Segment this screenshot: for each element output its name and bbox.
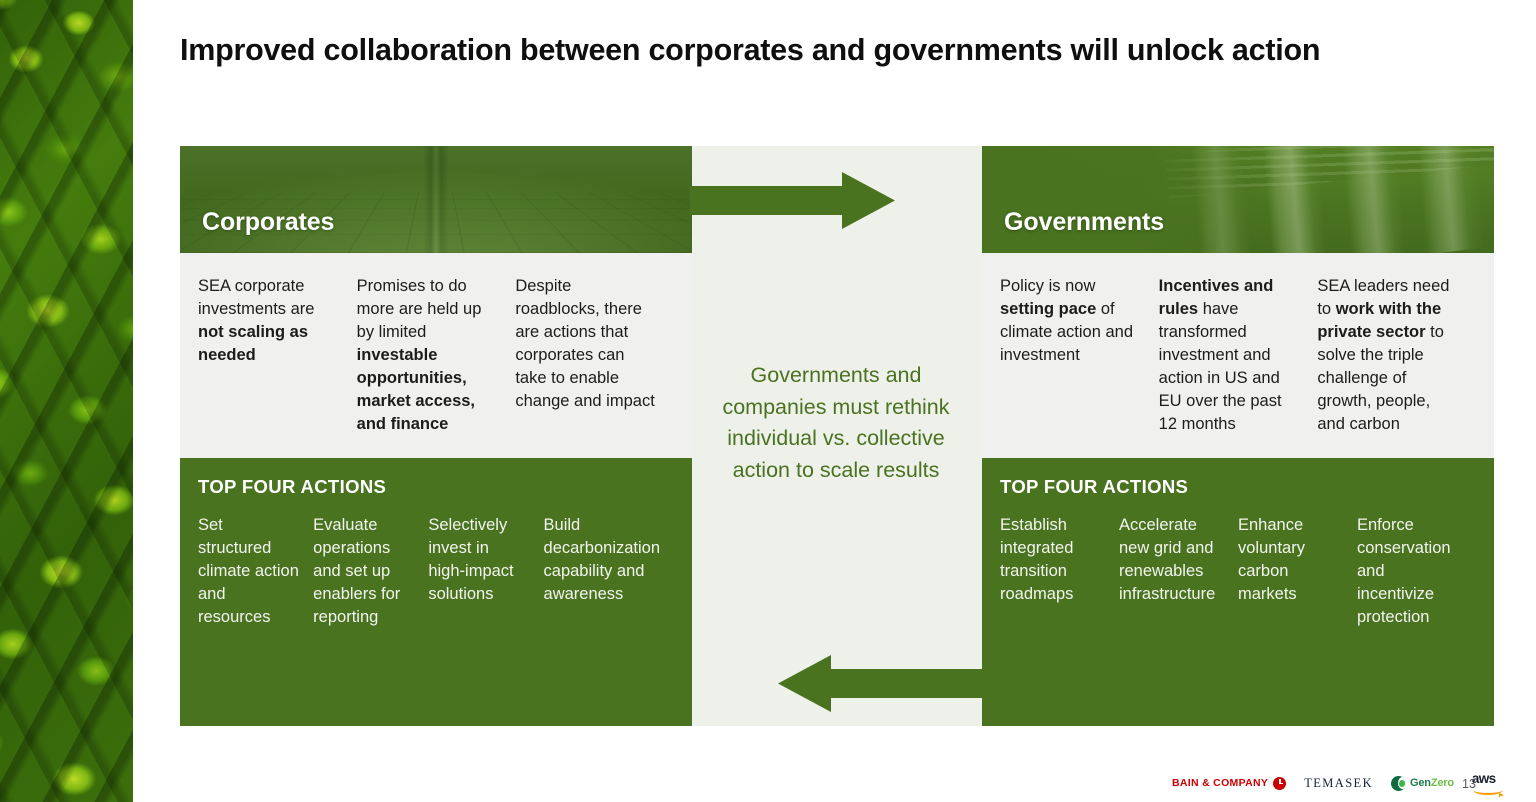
corporates-header: Corporates — [180, 146, 692, 253]
governments-point-1-text: setting pace — [1000, 299, 1097, 318]
governments-actions-title: TOP FOUR ACTIONS — [1000, 476, 1189, 497]
aws-logo-text: aws — [1471, 771, 1496, 786]
governments-actions-block: TOP FOUR ACTIONS Establish integrated tr… — [982, 458, 1494, 726]
arrow-right-icon — [690, 172, 895, 229]
governments-point-3-text: SEA leaders need to — [1317, 277, 1450, 318]
footer-logo-row: BAIN & COMPANY TEMASEK GenZero aws — [1172, 770, 1506, 797]
genzero-leaf-icon — [1391, 775, 1407, 791]
bain-and-company-logo: BAIN & COMPANY — [1172, 776, 1287, 790]
governments-point-2-text: have transformed investment and action i… — [1158, 299, 1282, 433]
governments-points: Policy is now setting pace of climate ac… — [982, 253, 1494, 458]
corporates-points: SEA corporate investments are not scalin… — [180, 253, 692, 458]
genzero-logo: GenZero — [1391, 775, 1454, 791]
corporates-panel: Corporates SEA corporate investments are… — [180, 146, 692, 726]
corporates-action-1: Set structured climate action and resour… — [198, 516, 299, 627]
temasek-logo: TEMASEK — [1304, 775, 1374, 790]
governments-actions-list: Establish integrated transition roadmaps… — [1000, 514, 1476, 629]
governments-header-image — [982, 146, 1494, 253]
corporates-point-3-text: Despite roadblocks, there are actions th… — [515, 277, 655, 410]
corporates-point-2: Promises to do more are held up by limit… — [357, 275, 516, 458]
governments-point-1: Policy is now setting pace of climate ac… — [1000, 275, 1159, 458]
columns-vignette — [982, 146, 1494, 253]
governments-point-1-text: of climate action and investment — [1000, 299, 1133, 364]
corporates-actions-block: TOP FOUR ACTIONS Set structured climate … — [180, 458, 692, 726]
corporates-header-image — [180, 146, 692, 253]
corporates-point-2-text: Promises to do more are held up by limit… — [356, 277, 482, 341]
arrow-left-icon — [778, 655, 983, 712]
page-title: Improved collaboration between corporate… — [180, 33, 1321, 67]
corporates-header-label: Corporates — [202, 208, 335, 236]
forest-canopy-shadows — [0, 0, 133, 802]
governments-point-2-text: Incentives and rules — [1158, 277, 1274, 318]
aws-logo: aws — [1471, 771, 1506, 797]
grid-vignette — [180, 146, 692, 253]
corporates-point-2-text: investable opportunities, market access,… — [356, 345, 476, 433]
governments-panel: Governments Policy is now setting pace o… — [982, 146, 1494, 726]
governments-header: Governments — [982, 146, 1494, 253]
corporates-action-3: Selectively invest in high-impact soluti… — [428, 516, 514, 604]
aws-smile-icon — [1472, 785, 1504, 797]
governments-point-1-text: Policy is now — [1000, 277, 1096, 295]
corporates-action-2: Evaluate operations and set up enablers … — [313, 516, 401, 627]
forest-canopy-image — [0, 0, 133, 802]
governments-action-4: Enforce conservation and incentivize pro… — [1357, 516, 1451, 627]
corporates-action-4: Build decarbonization capability and awa… — [543, 516, 661, 604]
center-panel — [690, 146, 982, 726]
corporates-point-1: SEA corporate investments are not scalin… — [198, 275, 357, 458]
corporates-actions-title: TOP FOUR ACTIONS — [198, 476, 387, 497]
forest-canopy-texture — [0, 0, 133, 802]
corporates-actions-list: Set structured climate action and resour… — [198, 514, 674, 629]
genzero-logo-text: GenZero — [1410, 777, 1454, 789]
corporates-point-3: Despite roadblocks, there are actions th… — [515, 275, 674, 458]
governments-point-3: SEA leaders need to work with the privat… — [1317, 275, 1476, 458]
page-number: 13 — [1462, 777, 1476, 791]
governments-header-label: Governments — [1004, 208, 1165, 236]
governments-action-2: Accelerate new grid and renewables infra… — [1119, 516, 1216, 604]
governments-point-3-text: to solve the triple challenge of growth,… — [1317, 322, 1444, 433]
governments-action-1: Establish integrated transition roadmaps — [1000, 516, 1074, 604]
governments-point-2: Incentives and rules have transformed in… — [1159, 275, 1318, 458]
governments-point-3-text: work with the private sector — [1317, 299, 1442, 341]
center-message: Governments and companies must rethink i… — [722, 363, 950, 482]
corporates-point-1-text: not scaling as needed — [198, 322, 309, 364]
bain-logo-text: BAIN & COMPANY — [1172, 777, 1269, 789]
bain-clock-icon — [1273, 776, 1287, 790]
governments-action-3: Enhance voluntary carbon markets — [1238, 516, 1305, 604]
corporates-point-1-text: SEA corporate investments are — [198, 277, 315, 318]
